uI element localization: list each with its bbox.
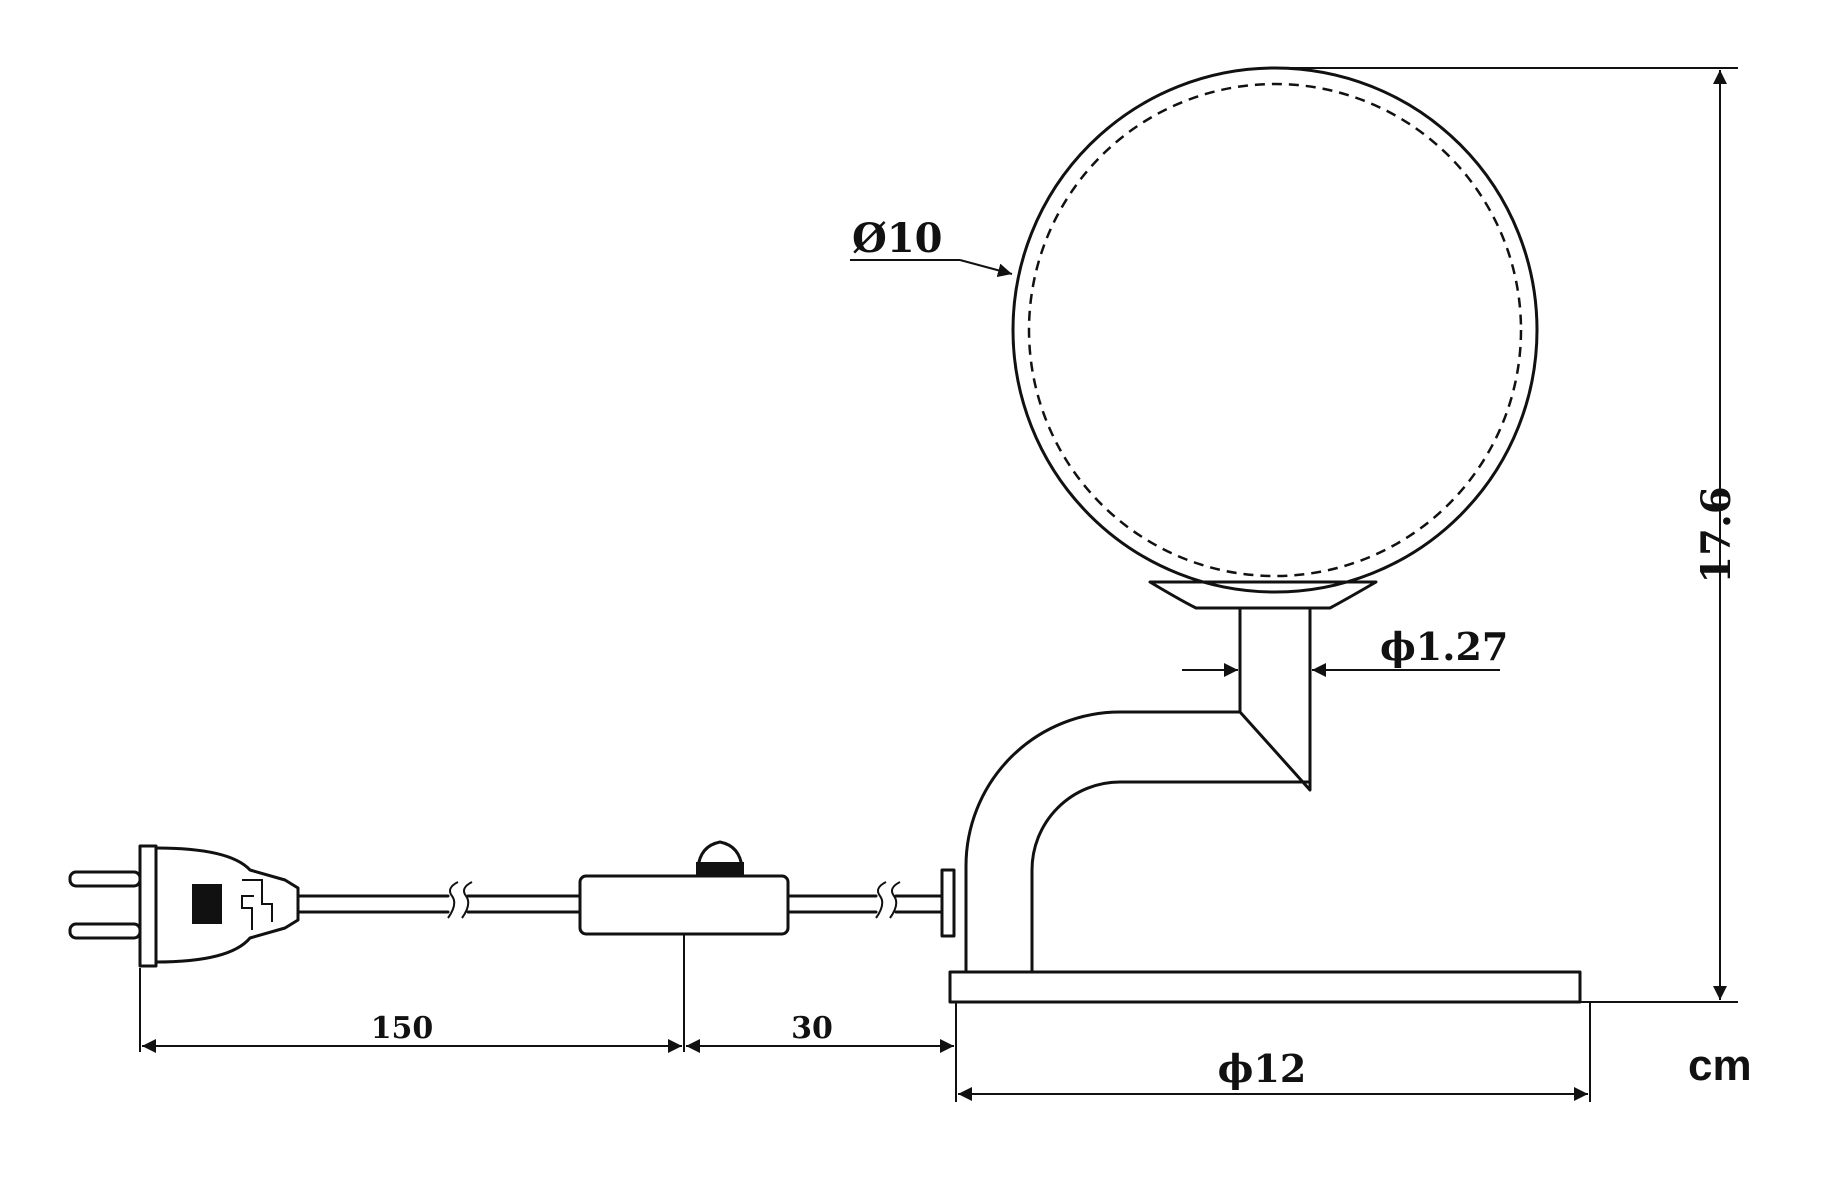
height-label: 17.6 bbox=[1693, 486, 1740, 583]
globe-holder bbox=[1148, 580, 1378, 610]
stem bbox=[964, 606, 1312, 974]
dimension-cord: 150 30 bbox=[139, 934, 957, 1102]
power-cord bbox=[296, 881, 944, 919]
switch-distance-label: 30 bbox=[791, 1011, 833, 1046]
cord-entry bbox=[940, 868, 956, 938]
cord-length-label: 150 bbox=[371, 1011, 434, 1046]
dimension-stem: ϕ1.27 bbox=[1182, 624, 1508, 677]
base bbox=[948, 970, 1582, 1004]
stem-diameter-label: ϕ1.27 bbox=[1380, 624, 1508, 669]
unit-label: cm bbox=[1688, 1041, 1752, 1090]
globe-diameter-label: Ø10 bbox=[852, 215, 943, 262]
inline-switch bbox=[578, 840, 790, 936]
dimension-base: ϕ12 bbox=[958, 1002, 1591, 1102]
power-plug bbox=[68, 844, 300, 968]
dimension-height: 17.6 bbox=[1275, 67, 1740, 1003]
base-diameter-label: ϕ12 bbox=[1218, 1046, 1307, 1091]
dimension-globe: Ø10 bbox=[850, 215, 1013, 278]
globe-shade bbox=[1011, 66, 1539, 594]
